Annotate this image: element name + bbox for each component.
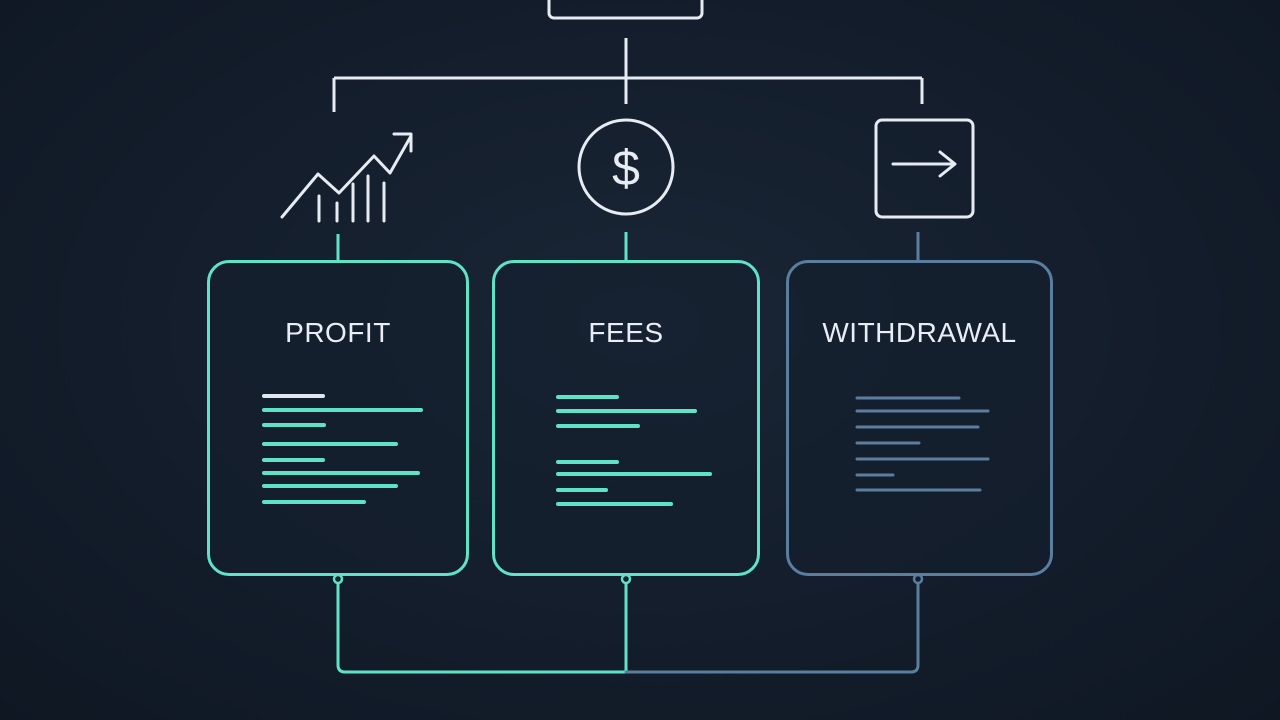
bottom-connector	[336, 576, 920, 674]
dollar-circle-icon: $	[577, 118, 675, 216]
trend-chart-icon	[280, 132, 413, 223]
profit-text-lines	[262, 394, 423, 504]
fees-text-lines	[556, 395, 712, 506]
icon-to-card-connectors	[336, 232, 920, 262]
connector-knobs	[332, 573, 924, 585]
fees-label: FEES	[588, 317, 664, 348]
svg-text:$: $	[612, 140, 640, 196]
fees-card: FEES	[492, 260, 760, 576]
profit-label: PROFIT	[285, 317, 391, 348]
profit-card: PROFIT	[207, 260, 469, 576]
withdrawal-label: WITHDRAWAL	[822, 317, 1017, 348]
top-connector	[332, 38, 924, 112]
withdrawal-text-lines	[855, 396, 990, 492]
withdrawal-card: WITHDRAWAL	[786, 260, 1053, 576]
top-node-box	[547, 0, 704, 20]
arrow-box-icon	[874, 118, 975, 219]
